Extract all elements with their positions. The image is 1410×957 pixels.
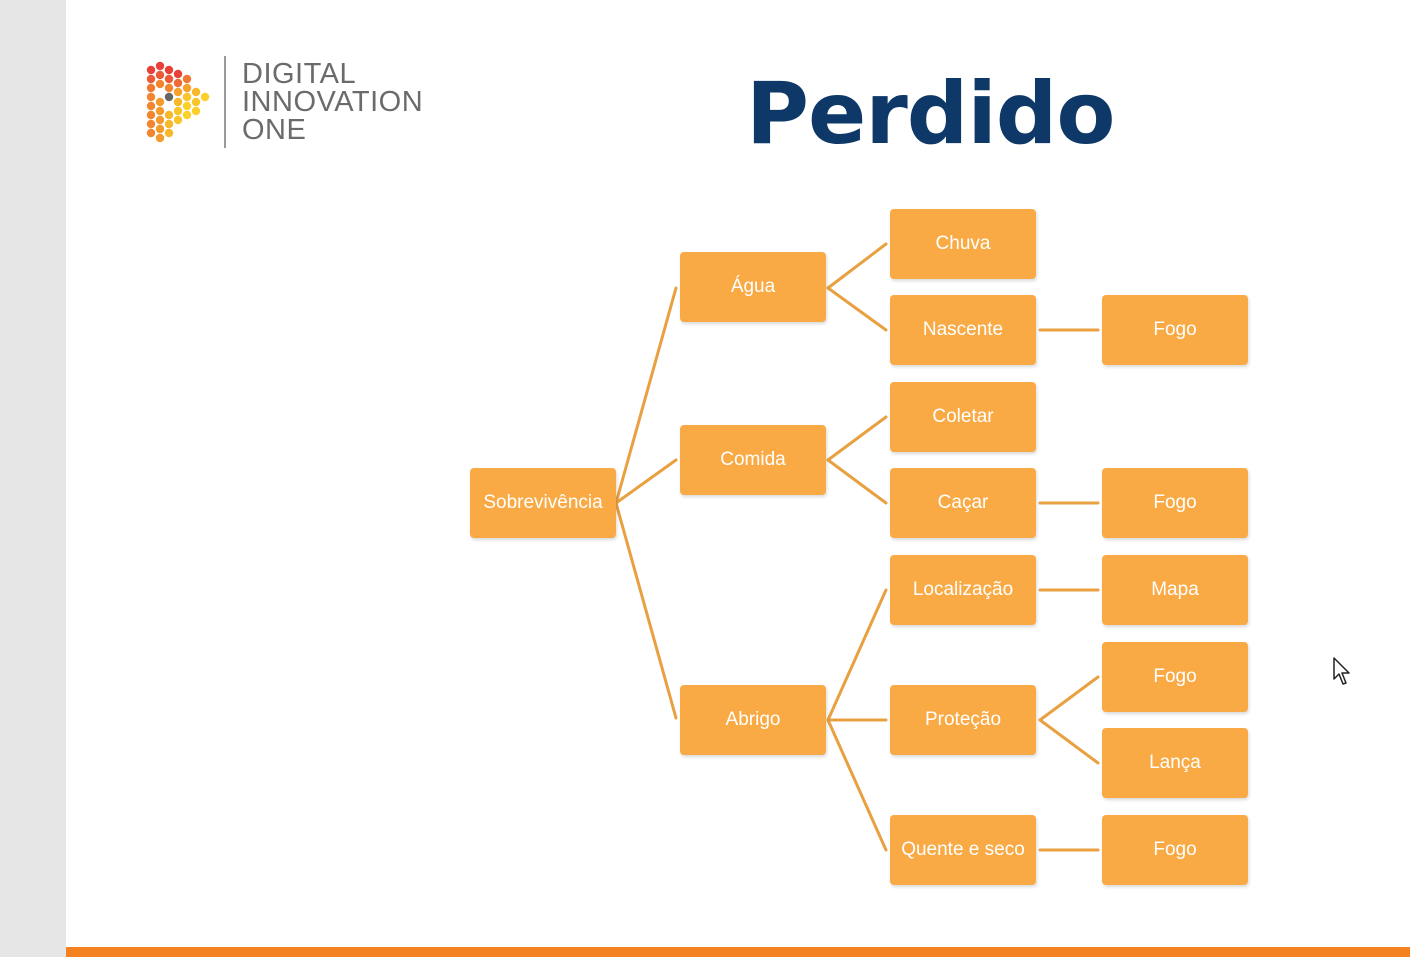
connector-protecao-lanca (1038, 718, 1100, 765)
tree-connectors (614, 242, 1100, 852)
node-lanca: Lança (1102, 728, 1248, 798)
connector-comida-cacar (826, 458, 888, 505)
digital-innovation-one-logo-icon (146, 61, 210, 143)
connector-agua-chuva (826, 242, 888, 290)
slide-title: Perdido (746, 64, 1115, 164)
node-coletar: Coletar (890, 382, 1036, 452)
connector-abrigo-quente (826, 718, 888, 852)
connector-root-abrigo (614, 501, 678, 720)
node-fogo-nascente: Fogo (1102, 295, 1248, 365)
node-fogo-protecao: Fogo (1102, 642, 1248, 712)
node-comida: Comida (680, 425, 826, 495)
node-quente-e-seco: Quente e seco (890, 815, 1036, 885)
connector-root-agua (614, 286, 678, 505)
slide: DIGITAL INNOVATION ONE Perdido (66, 0, 1410, 957)
node-protecao: Proteção (890, 685, 1036, 755)
node-chuva: Chuva (890, 209, 1036, 279)
mouse-pointer-icon (1333, 657, 1350, 685)
connector-root-comida (614, 458, 678, 505)
logo-wordmark: DIGITAL INNOVATION ONE (242, 58, 424, 146)
node-mapa: Mapa (1102, 555, 1248, 625)
node-nascente: Nascente (890, 295, 1036, 365)
bottom-accent-bar (66, 947, 1410, 957)
connector-protecao-fogo (1038, 675, 1100, 722)
node-sobrevivencia: Sobrevivência (470, 468, 616, 538)
connector-abrigo-localizacao (826, 588, 888, 722)
node-fogo-quente: Fogo (1102, 815, 1248, 885)
connector-comida-coletar (826, 415, 888, 462)
node-agua: Água (680, 252, 826, 322)
logo-line-digital: DIGITAL (242, 58, 357, 90)
connector-agua-nascente (826, 286, 888, 332)
node-abrigo: Abrigo (680, 685, 826, 755)
logo-divider (224, 56, 226, 148)
node-fogo-cacar: Fogo (1102, 468, 1248, 538)
node-localizacao: Localização (890, 555, 1036, 625)
logo-line-one: ONE (242, 114, 307, 146)
logo-line-innovation: INNOVATION (242, 86, 424, 118)
node-cacar: Caçar (890, 468, 1036, 538)
